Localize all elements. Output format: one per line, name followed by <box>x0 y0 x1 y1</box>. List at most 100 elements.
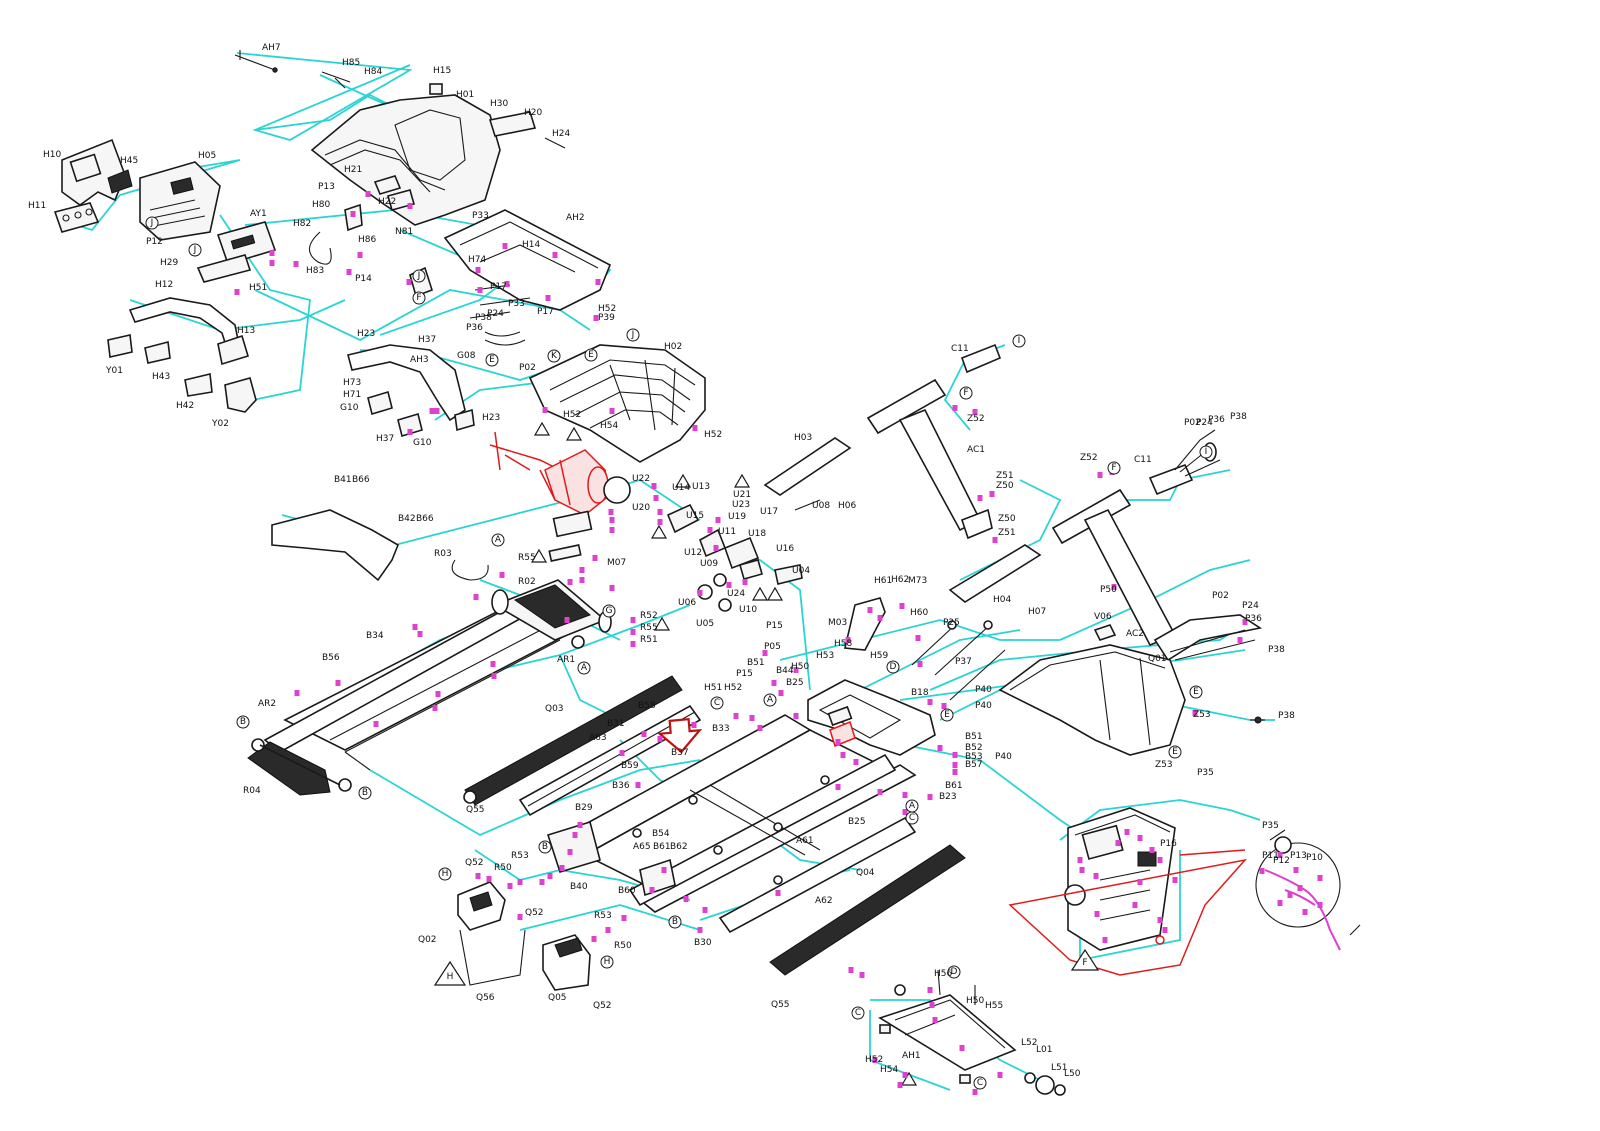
fastener-marker <box>621 915 627 921</box>
svg-text:E: E <box>1172 747 1178 757</box>
callout-f: F <box>1107 461 1121 475</box>
fastener-marker <box>1149 847 1155 853</box>
fastener-marker <box>434 408 440 414</box>
part-label-b36: B36 <box>612 781 630 791</box>
callout-b: B <box>668 915 682 929</box>
part-label-u14: U14 <box>672 483 690 493</box>
callout-b: B <box>358 786 372 800</box>
fastener-marker <box>559 865 565 871</box>
part-label-p17b: P17 <box>537 307 554 317</box>
part-label-r51: R51 <box>640 635 658 645</box>
svg-text:H: H <box>604 957 611 967</box>
top-cover-h01 <box>310 94 501 226</box>
fastener-marker <box>1172 877 1178 883</box>
part-label-u13: U13 <box>692 482 710 492</box>
part-label-p40b: P40 <box>975 701 992 711</box>
svg-text:I: I <box>1205 447 1208 457</box>
part-label-q03: Q03 <box>545 704 564 714</box>
fastener-marker <box>605 927 611 933</box>
power-cord-assembly <box>1255 829 1361 951</box>
fastener-marker <box>1137 879 1143 885</box>
part-label-c11: C11 <box>951 344 969 354</box>
part-label-b56: B56 <box>322 653 340 663</box>
part-label-u23: U23 <box>732 500 750 510</box>
part-label-h82: H82 <box>293 219 311 229</box>
motor-cover-h02 <box>528 344 706 463</box>
fastener-marker <box>778 690 784 696</box>
part-label-z52: Z52 <box>967 414 985 424</box>
part-label-r02: R02 <box>518 577 536 587</box>
part-label-p24: P24 <box>487 309 504 319</box>
fastener-marker <box>234 289 240 295</box>
part-label-r55: R55 <box>518 553 536 563</box>
plate-h43 <box>144 340 171 364</box>
part-label-m73: M73 <box>908 576 927 586</box>
callout-e: E <box>584 348 598 362</box>
part-label-u17: U17 <box>760 507 778 517</box>
part-label-u11: U11 <box>718 527 736 537</box>
part-label-p05: P05 <box>764 642 781 652</box>
fastener-marker <box>835 739 841 745</box>
incline-parts <box>530 473 821 631</box>
fastener-marker <box>630 641 636 647</box>
fastener-marker <box>952 769 958 775</box>
part-label-q52: Q52 <box>465 858 484 868</box>
part-label-p37: P37 <box>955 657 972 667</box>
fastener-marker <box>867 607 873 613</box>
fastener-marker <box>542 407 548 413</box>
fastener-marker <box>1297 885 1303 891</box>
callout-d: D <box>886 660 900 674</box>
part-label-ac2: AC2 <box>1126 629 1144 639</box>
callout-j: J <box>626 328 640 342</box>
part-label-b33: B33 <box>712 724 730 734</box>
rear-leveler-assembly <box>878 969 1066 1096</box>
svg-text:C: C <box>977 1078 983 1088</box>
part-label-p16: P16 <box>1160 839 1177 849</box>
part-label-z51b: Z51 <box>998 528 1016 538</box>
part-label-h80: H80 <box>312 200 330 210</box>
fastener-marker <box>1137 835 1143 841</box>
part-label-u12: U12 <box>684 548 702 558</box>
fastener-marker <box>545 295 551 301</box>
fastener-marker <box>269 250 275 256</box>
part-label-b34: B34 <box>366 631 384 641</box>
fastener-marker <box>653 495 659 501</box>
fastener-marker <box>294 690 300 696</box>
svg-text:A: A <box>581 663 588 673</box>
svg-text:B: B <box>672 917 678 927</box>
svg-text:E: E <box>489 355 495 365</box>
part-label-a61: A61 <box>796 836 814 846</box>
fastener-marker <box>697 927 703 933</box>
callout-b: B <box>538 840 552 854</box>
part-label-v06: V06 <box>1094 612 1112 622</box>
fastener-marker <box>1097 472 1103 478</box>
fastener-marker <box>1192 710 1198 716</box>
part-label-p02: P02 <box>519 363 536 373</box>
part-label-ah1: AH1 <box>902 1051 921 1061</box>
part-label-b52: B52 <box>965 743 983 753</box>
part-label-r50: R50 <box>494 863 512 873</box>
part-label-h07: H07 <box>1028 607 1046 617</box>
part-label-z50b: Z50 <box>998 514 1016 524</box>
part-label-p38d: P38 <box>1278 711 1295 721</box>
part-label-a65: A65 <box>633 842 651 852</box>
fastener-marker <box>1237 637 1243 643</box>
fastener-marker <box>365 191 371 197</box>
fastener-marker <box>1079 867 1085 873</box>
side-trim-h03 <box>763 437 852 496</box>
svg-text:J: J <box>150 218 154 228</box>
fastener-marker <box>609 517 615 523</box>
fastener-marker <box>840 752 846 758</box>
part-label-p36b: P36 <box>1208 415 1225 425</box>
svg-text:J: J <box>193 245 197 255</box>
fastener-marker <box>477 287 483 293</box>
part-label-u08: U08 <box>812 501 830 511</box>
fastener-marker <box>657 509 663 515</box>
fastener-marker <box>577 822 583 828</box>
part-label-p24c: P24 <box>1242 601 1259 611</box>
handrail-assembly <box>107 209 706 463</box>
fastener-marker <box>407 203 413 209</box>
part-label-q02: Q02 <box>418 935 437 945</box>
fastener-marker <box>692 425 698 431</box>
part-label-h24: H24 <box>552 129 570 139</box>
